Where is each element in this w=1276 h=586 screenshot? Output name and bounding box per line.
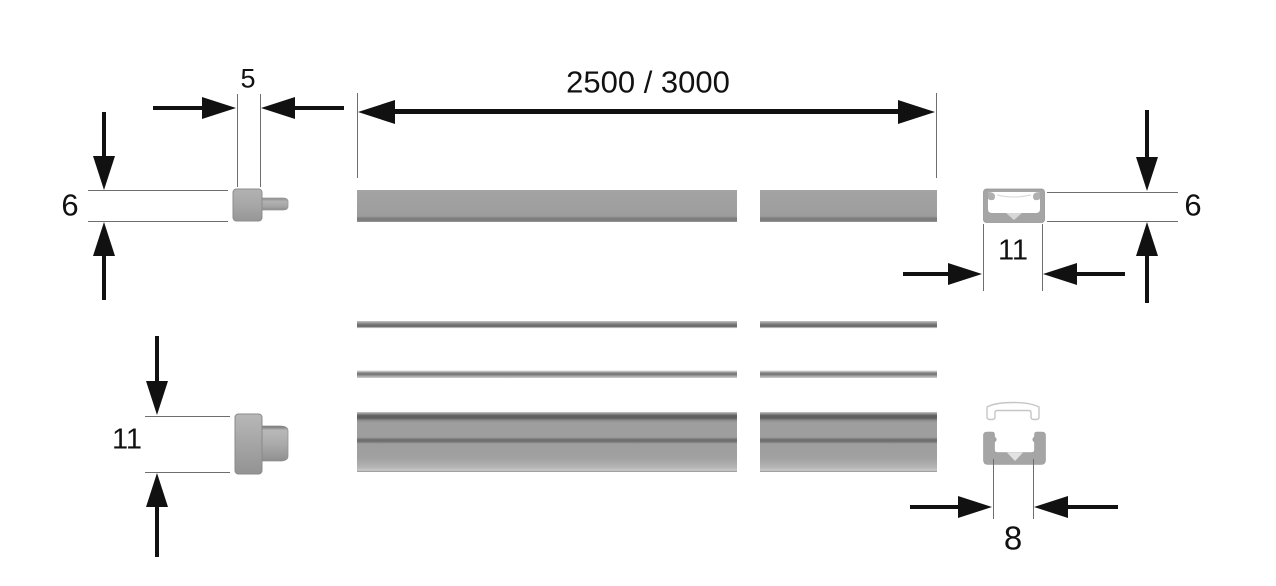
cover-section [986, 401, 1040, 421]
dimension-line [1066, 505, 1118, 509]
profile-bar-top-segment [760, 190, 937, 222]
dimension-line [910, 505, 960, 509]
arrowhead-right-icon [898, 100, 935, 124]
cover-bar-segment [760, 321, 937, 378]
extension-line [88, 190, 228, 191]
channel-bar-segment [357, 412, 737, 472]
channel-section [983, 431, 1046, 465]
dim-cap-height-label: 11 [111, 423, 143, 456]
dimension-line [155, 336, 159, 383]
arrowhead-down-icon [146, 381, 168, 415]
dimension-line [903, 272, 951, 276]
dimension-line [1145, 110, 1149, 158]
dim-outer-width-label: 11 [997, 234, 1029, 267]
extension-line [1047, 221, 1178, 222]
extension-line [983, 224, 984, 291]
extension-line [88, 221, 228, 222]
channel-bar-segment [760, 412, 937, 472]
dimension-line [372, 109, 921, 114]
arrowhead-up-icon [1136, 222, 1158, 256]
extension-line [145, 472, 230, 473]
arrowhead-up-icon [146, 473, 168, 507]
dim-cap-width-label: 5 [240, 63, 256, 94]
extension-line [1042, 224, 1043, 291]
assembled-section [983, 188, 1045, 223]
dimension-line [102, 254, 106, 300]
arrowhead-down-icon [93, 156, 115, 190]
extension-line [237, 94, 238, 187]
dim-inner-width-label: 8 [1003, 519, 1023, 557]
endcap-top-side-view [232, 188, 289, 222]
dimension-line [1145, 255, 1149, 303]
arrowhead-up-icon [93, 222, 115, 256]
extension-line [993, 459, 994, 519]
arrowhead-right-icon [202, 97, 236, 119]
endcap-bottom-side-view [234, 413, 289, 475]
arrowhead-right-icon [948, 263, 982, 285]
arrowhead-right-icon [958, 496, 992, 518]
cover-bar-segment [357, 321, 737, 378]
extension-line [1033, 459, 1034, 519]
dimension-line [153, 106, 206, 110]
dimension-line [155, 507, 159, 557]
dim-height-right-label: 6 [1184, 187, 1202, 223]
arrowhead-left-icon [1043, 263, 1077, 285]
dim-height-left-label: 6 [61, 187, 79, 223]
extension-line [145, 416, 230, 417]
dimension-line [102, 112, 106, 158]
arrowhead-left-icon [261, 97, 295, 119]
extension-line [936, 93, 937, 178]
extension-line [1047, 192, 1178, 193]
extension-line [260, 94, 261, 187]
profile-bar-top-segment [357, 190, 737, 222]
extension-line [357, 93, 358, 178]
dimension-line [1075, 272, 1125, 276]
arrowhead-left-icon [358, 100, 395, 124]
dim-length-label: 2500 / 3000 [566, 64, 730, 100]
arrowhead-left-icon [1034, 496, 1068, 518]
arrowhead-down-icon [1136, 157, 1158, 191]
dimension-line [291, 106, 344, 110]
